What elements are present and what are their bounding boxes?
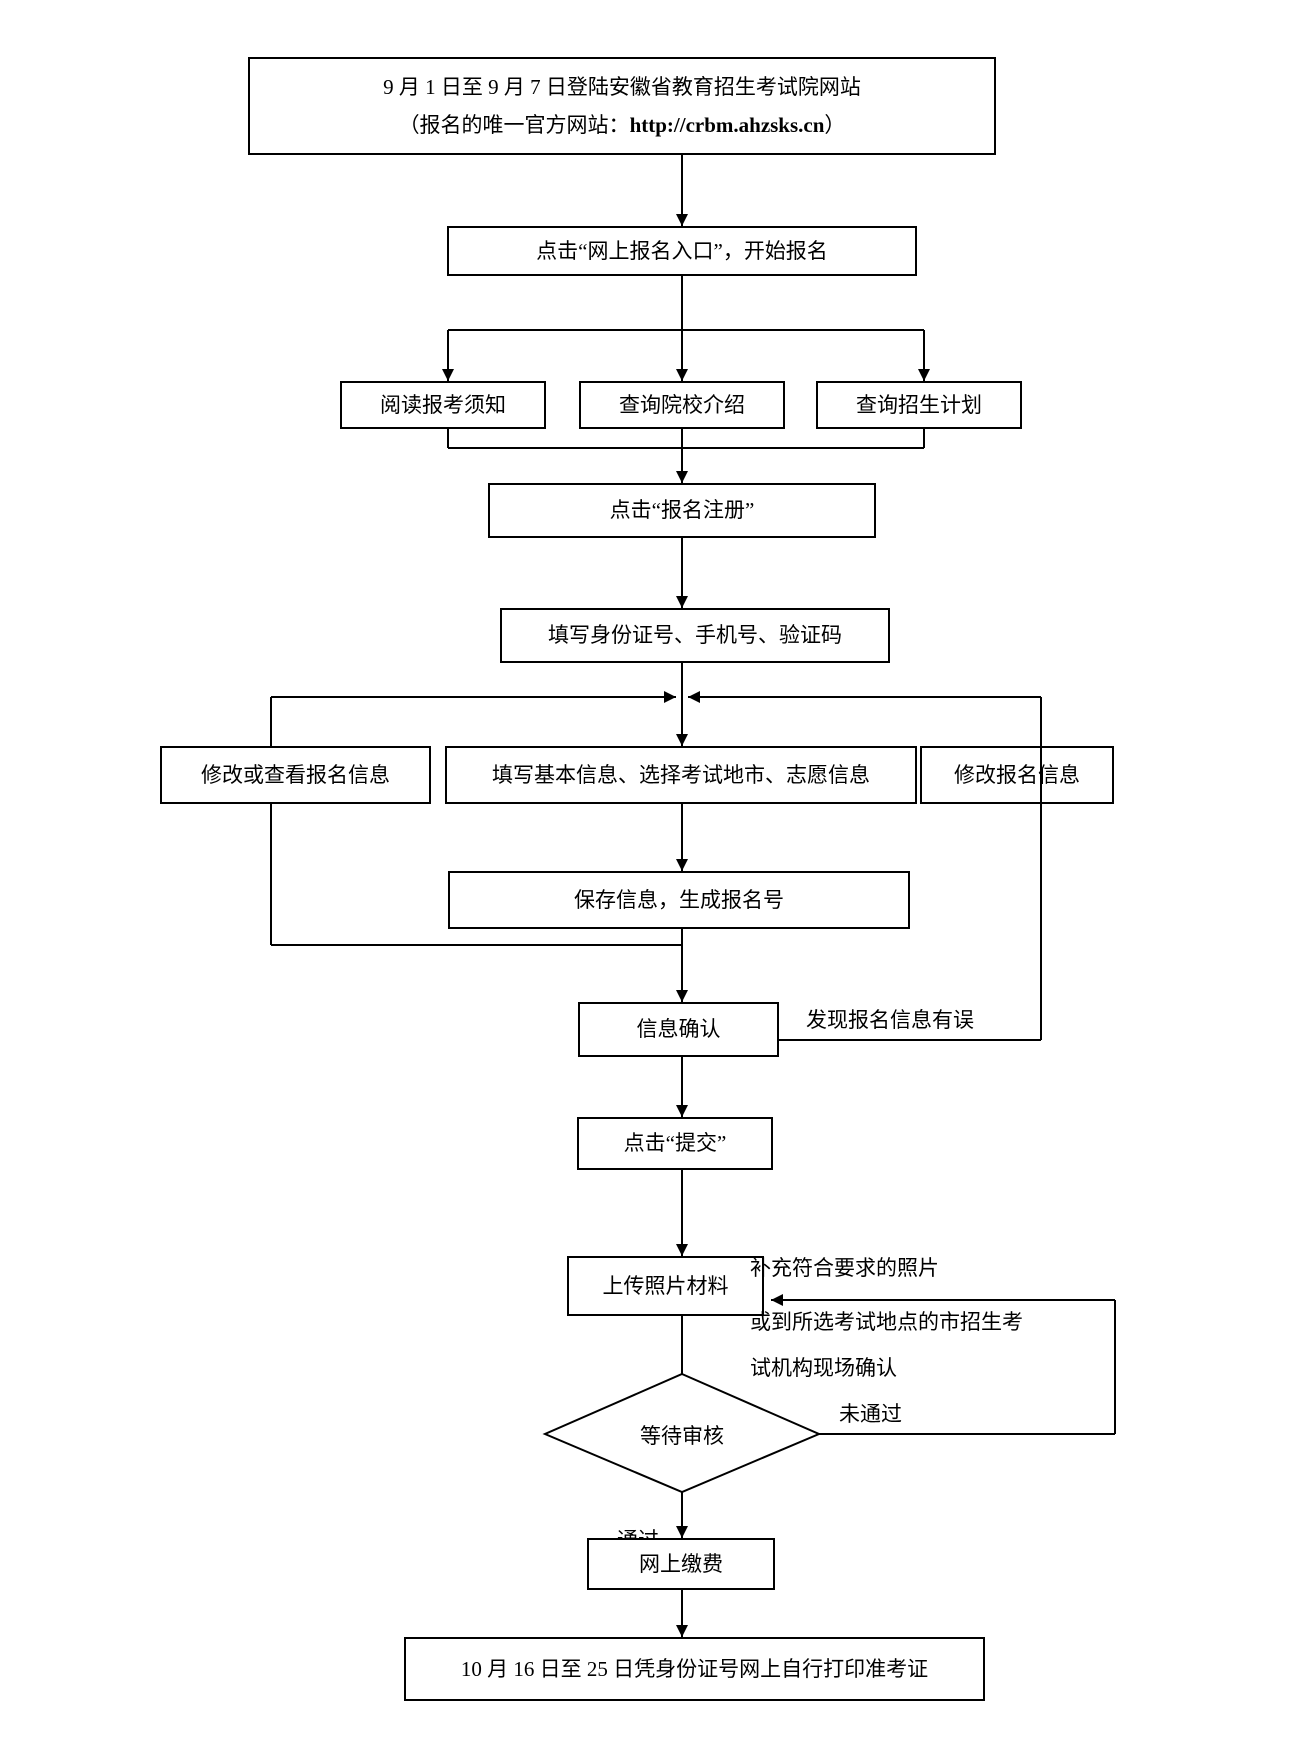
start-box: 9 月 1 日至 9 月 7 日登陆安徽省教育招生考试院网站 （报名的唯一官方网… (248, 57, 996, 155)
official-site-prefix: （报名的唯一官方网站： (398, 112, 630, 137)
modify-or-view-box: 修改或查看报名信息 (160, 746, 431, 804)
confirm-info-box: 信息确认 (578, 1002, 779, 1057)
pay-online-box: 网上缴费 (587, 1538, 775, 1590)
print-ticket-box: 10 月 16 日至 25 日凭身份证号网上自行打印准考证 (404, 1637, 985, 1701)
save-info-box: 保存信息，生成报名号 (448, 871, 910, 929)
query-plan-box: 查询招生计划 (816, 381, 1022, 429)
query-college-box: 查询院校介绍 (579, 381, 785, 429)
start-box-line2: （报名的唯一官方网站：http://crbm.ahzsks.cn） (399, 111, 846, 139)
photo-note-line3: 试机构现场确认 (750, 1356, 897, 1380)
fail-label: 未通过 (839, 1402, 902, 1426)
official-site-suffix: ） (824, 112, 846, 137)
fill-id-box: 填写身份证号、手机号、验证码 (500, 608, 890, 663)
photo-note-line2: 或到所选考试地点的市招生考 (750, 1310, 1023, 1334)
modify-info-box: 修改报名信息 (920, 746, 1114, 804)
read-notice-box: 阅读报考须知 (340, 381, 546, 429)
error-found-label: 发现报名信息有误 (806, 1008, 974, 1032)
entry-box: 点击“网上报名入口”，开始报名 (447, 226, 917, 276)
submit-box: 点击“提交” (577, 1117, 773, 1170)
register-box: 点击“报名注册” (488, 483, 876, 538)
fill-basic-box: 填写基本信息、选择考试地市、志愿信息 (445, 746, 917, 804)
start-box-line1: 9 月 1 日至 9 月 7 日登陆安徽省教育招生考试院网站 (383, 75, 861, 100)
upload-photo-box: 上传照片材料 (567, 1256, 764, 1316)
review-diamond-label: 等待审核 (640, 1424, 724, 1448)
photo-note-line1: 补充符合要求的照片 (750, 1256, 939, 1280)
official-site-url: http://crbm.ahzsks.cn (629, 112, 825, 137)
